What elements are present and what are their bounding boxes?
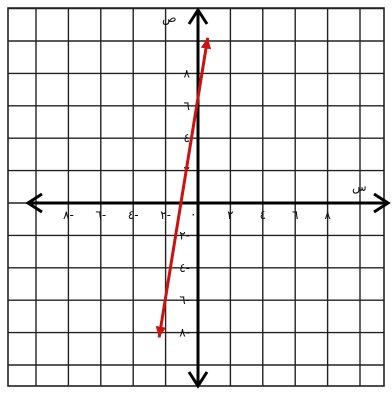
- x-tick-label: ٨-: [63, 208, 74, 222]
- x-tick-label: ٤: [260, 208, 266, 222]
- series-arrow-end-top: [200, 37, 212, 50]
- y-tick-label: ٦-: [179, 293, 190, 307]
- x-axis-label: س: [352, 180, 367, 195]
- axes: [25, 7, 391, 389]
- y-tick-label: ٢-: [179, 228, 190, 242]
- y-tick-label: ٨-: [179, 326, 190, 340]
- y-tick-label: ٤-: [179, 261, 190, 275]
- y-axis-label: ص: [162, 11, 177, 26]
- series-line: [157, 37, 210, 338]
- x-tick-label: ٦-: [95, 208, 106, 222]
- x-tick-label: ٨: [324, 208, 331, 222]
- series-arrow-end-bottom: [155, 325, 167, 338]
- grid: [7, 7, 385, 387]
- y-tick-label: ٨: [184, 66, 191, 80]
- tick-labels: ٨-٦-٤-٢-٢٤٦٨٨٦٤٢٢-٤-٦-٨-: [63, 66, 331, 339]
- y-tick-label: ٦: [184, 99, 190, 113]
- x-tick-label: ٦: [292, 208, 298, 222]
- y-tick-label: ٤: [184, 131, 190, 145]
- x-tick-label: ٢: [227, 208, 233, 222]
- x-tick-label: ٤-: [128, 208, 139, 222]
- x-axis-arrow-right: [373, 192, 391, 214]
- x-axis-arrow-left: [25, 192, 43, 214]
- y-axis-arrow-up: [187, 7, 209, 25]
- y-axis-arrow-down: [187, 371, 209, 389]
- x-tick-label: ٢-: [160, 208, 171, 222]
- origin-label: ٠: [190, 207, 196, 221]
- series: [155, 37, 212, 338]
